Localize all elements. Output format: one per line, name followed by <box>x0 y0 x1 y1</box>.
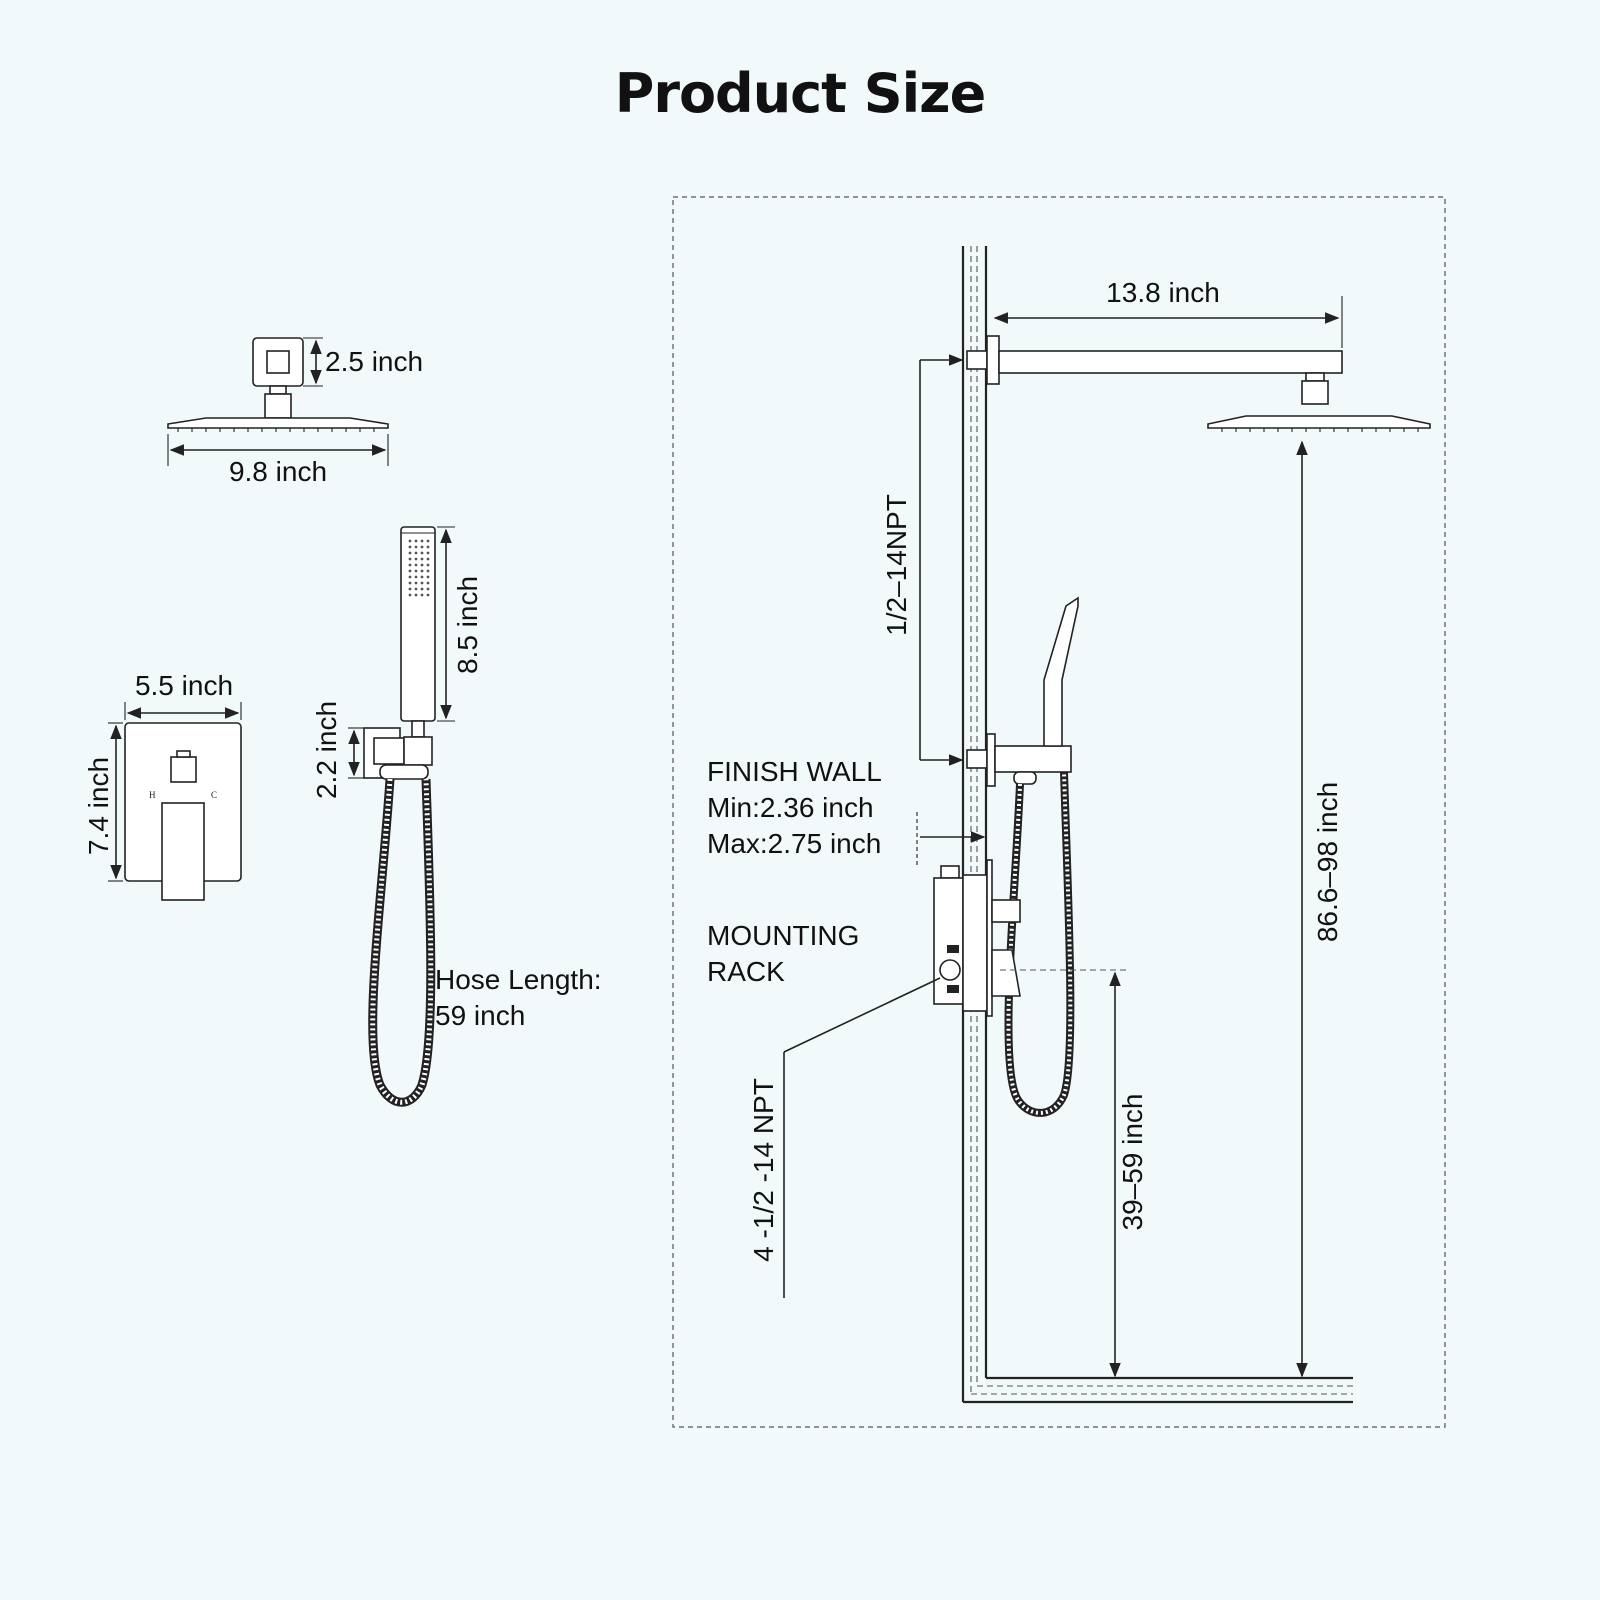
ceiling-head-nozzles <box>1221 428 1419 432</box>
holder-height-label: 2.2 inch <box>311 701 342 799</box>
arm-length-dimension: 13.8 inch <box>993 277 1343 348</box>
wall-section <box>961 246 1353 1404</box>
wall-hand-shower-drawing <box>966 596 1079 1117</box>
arm-length-label: 13.8 inch <box>1106 277 1220 308</box>
shower-arm-drawing <box>966 335 1431 432</box>
inlet-thread-leader: 4 -1/2 -14 NPT <box>748 977 941 1298</box>
finish-wall-dimension: FINISH WALL Min:2.36 inch Max:2.75 inch <box>707 756 986 866</box>
finish-wall-max: Max:2.75 inch <box>707 828 881 859</box>
holder-height-dimension: 2.2 inch <box>311 701 364 799</box>
valve-trim-drawing: H C <box>124 722 242 901</box>
valve-trim-width-dimension: 5.5 inch <box>124 670 242 720</box>
rain-head-width-dimension: 9.8 inch <box>167 434 389 487</box>
rain-head-nozzles <box>177 428 375 432</box>
inlet-thread-label: 4 -1/2 -14 NPT <box>748 1078 779 1262</box>
hot-mark: H <box>149 790 156 800</box>
valve-height-label: 39–59 inch <box>1117 1093 1148 1230</box>
rain-head-drawing <box>167 337 389 432</box>
installation-frame <box>672 196 1446 1428</box>
mounting-rack-label-1: MOUNTING <box>707 920 859 951</box>
hand-shower-length-label: 8.5 inch <box>452 576 483 674</box>
rain-head-neck-label: 2.5 inch <box>325 346 423 377</box>
mounting-rack-drawing: MOUNTING RACK <box>707 859 1128 1017</box>
finish-wall-min: Min:2.36 inch <box>707 792 874 823</box>
mounting-rack-label-2: RACK <box>707 956 785 987</box>
valve-trim-height-dimension: 7.4 inch <box>83 722 123 882</box>
head-height-dimension: 86.6–98 inch <box>1296 440 1343 1378</box>
valve-trim-width-label: 5.5 inch <box>135 670 233 701</box>
valve-height-dimension: 39–59 inch <box>1109 971 1148 1378</box>
valve-trim-height-label: 7.4 inch <box>83 757 114 855</box>
hose-length-label: Hose Length: <box>435 964 602 995</box>
finish-wall-title: FINISH WALL <box>707 756 882 787</box>
rain-head-neck-dimension: 2.5 inch <box>303 337 423 387</box>
rain-head-width-label: 9.8 inch <box>229 456 327 487</box>
head-height-label: 86.6–98 inch <box>1312 782 1343 942</box>
arm-thread-leader: 1/2–14NPT <box>881 354 964 766</box>
hand-shower-drawing <box>363 526 436 1107</box>
page-title: Product Size <box>614 62 986 125</box>
hose-length-value: 59 inch <box>435 1000 525 1031</box>
arm-thread-label: 1/2–14NPT <box>881 494 912 636</box>
cold-mark: C <box>211 790 217 800</box>
hand-shower-length-dimension: 8.5 inch <box>437 526 483 722</box>
